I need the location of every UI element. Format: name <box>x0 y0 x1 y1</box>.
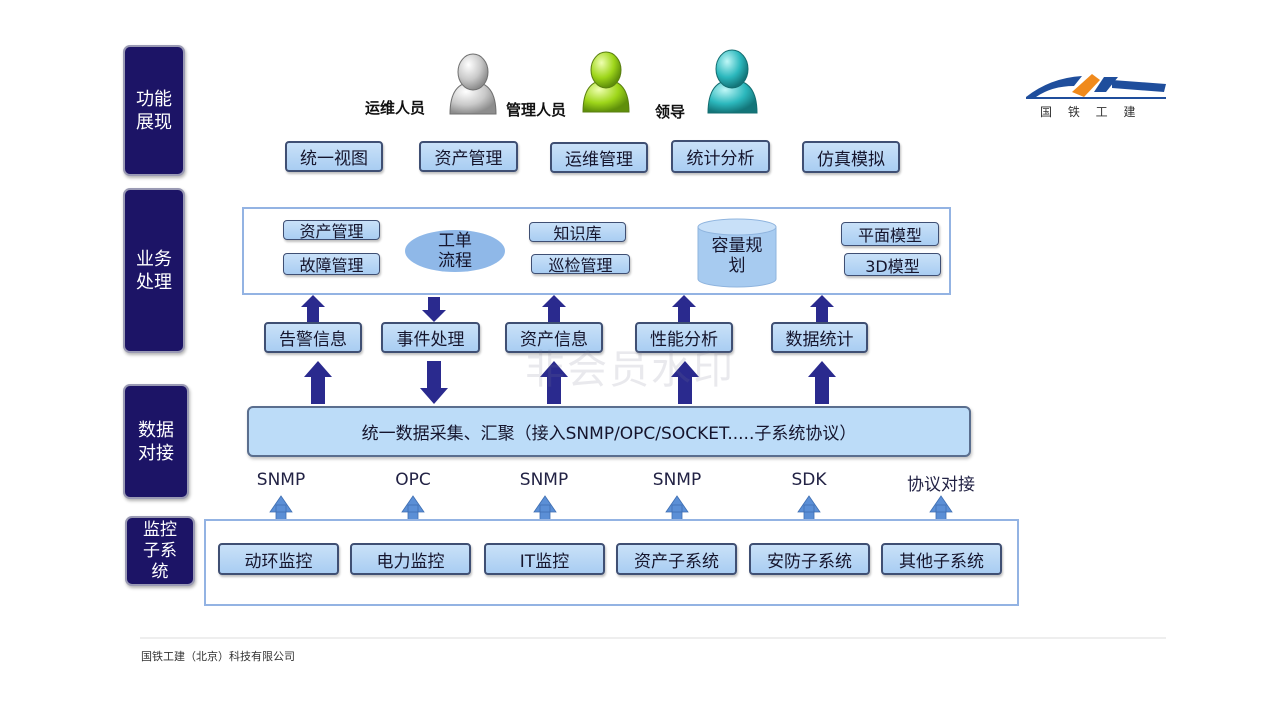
business-fault-mgmt[interactable]: 故障管理 <box>283 253 380 275</box>
subsystem-it[interactable]: IT监控 <box>484 543 605 575</box>
arrow-down-event <box>422 297 446 322</box>
data-collection-bar[interactable]: 统一数据采集、汇聚（接入SNMP/OPC/SOCKET.....子系统协议） <box>247 406 971 457</box>
watermark-text: 非会员水印 <box>525 347 735 393</box>
user-ops-label: 运维人员 <box>365 99 426 117</box>
user-manager-label: 管理人员 <box>506 101 567 119</box>
workflow-line1: 工单 <box>438 231 472 251</box>
function-simulation[interactable]: 仿真模拟 <box>802 141 900 173</box>
arrow-up-asset-2 <box>540 361 568 404</box>
arrow-up-alarm <box>301 295 325 322</box>
subsystem-security[interactable]: 安防子系统 <box>749 543 870 575</box>
business-capacity[interactable]: 容量规 划 <box>697 218 777 288</box>
user-leader-label: 领导 <box>655 103 686 121</box>
business-3d-model[interactable]: 3D模型 <box>844 253 941 276</box>
function-stats-analysis[interactable]: 统计分析 <box>671 140 770 173</box>
capacity-label: 容量规 划 <box>698 236 776 276</box>
business-asset-mgmt[interactable]: 资产管理 <box>283 220 380 241</box>
function-asset-mgmt[interactable]: 资产管理 <box>419 141 518 172</box>
arrow-up-stats <box>810 295 834 322</box>
capacity-line2: 划 <box>728 256 746 276</box>
user-green-icon <box>582 51 630 113</box>
business-inspection[interactable]: 巡检管理 <box>531 254 630 275</box>
capacity-cylinder-icon <box>697 218 777 288</box>
arrow-down-event-2 <box>420 361 448 404</box>
protocol-label-4: SNMP <box>652 470 702 490</box>
layer-monitor-label: 监控子系统 <box>125 516 195 586</box>
arrows-collect <box>304 361 836 404</box>
logo-icon <box>1026 74 1166 99</box>
function-ops-mgmt[interactable]: 运维管理 <box>550 142 648 173</box>
business-workflow[interactable]: 工单 流程 <box>405 230 505 272</box>
business-knowledge[interactable]: 知识库 <box>529 222 626 243</box>
protocol-label-6: 协议对接 <box>907 475 975 495</box>
layer-data-label: 数据对接 <box>123 384 189 499</box>
footer-company: 国铁工建（北京）科技有限公司 <box>141 650 295 663</box>
middle-performance[interactable]: 性能分析 <box>635 322 733 353</box>
middle-alarm-info[interactable]: 告警信息 <box>264 322 362 353</box>
protocol-label-3: SNMP <box>519 470 569 490</box>
subsystem-asset[interactable]: 资产子系统 <box>616 543 737 575</box>
subsystem-other[interactable]: 其他子系统 <box>881 543 1002 575</box>
middle-data-stats[interactable]: 数据统计 <box>771 322 868 353</box>
subsystem-power[interactable]: 电力监控 <box>350 543 471 575</box>
business-plane-model[interactable]: 平面模型 <box>841 222 939 246</box>
protocol-label-2: OPC <box>395 470 431 490</box>
arrow-up-stats-2 <box>808 361 836 404</box>
arrows-business <box>301 295 834 322</box>
user-teal-icon <box>707 49 758 114</box>
arrow-up-performance <box>672 295 696 322</box>
arrow-up-asset <box>542 295 566 322</box>
middle-asset-info[interactable]: 资产信息 <box>505 322 603 353</box>
arrow-up-alarm-2 <box>304 361 332 404</box>
arrow-up-performance-2 <box>671 361 699 404</box>
capacity-line1: 容量规 <box>711 236 763 256</box>
middle-event-handling[interactable]: 事件处理 <box>381 322 480 353</box>
layer-business-label: 业务处理 <box>123 188 185 353</box>
protocol-label-1: SNMP <box>256 470 306 490</box>
user-gray-icon <box>449 53 497 115</box>
function-unified-view[interactable]: 统一视图 <box>285 141 383 172</box>
workflow-line2: 流程 <box>438 251 472 271</box>
subsystem-environment[interactable]: 动环监控 <box>218 543 339 575</box>
layer-function-label: 功能展现 <box>123 45 185 176</box>
protocol-label-5: SDK <box>791 470 827 490</box>
logo-text: 国 铁 工 建 <box>1040 105 1142 119</box>
